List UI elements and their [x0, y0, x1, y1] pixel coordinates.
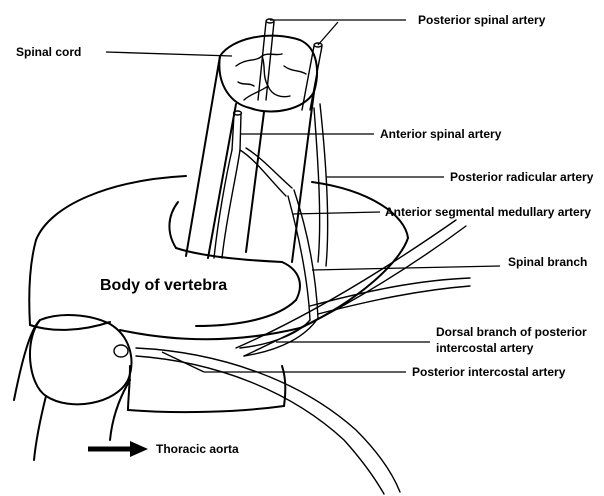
label-spinal-cord: Spinal cord	[16, 45, 81, 59]
posterior-intercostal-artery	[136, 348, 400, 494]
spinal-cord	[186, 36, 317, 262]
label-body-of-vertebra: Body of vertebra	[100, 277, 227, 294]
dorsal-branch	[236, 220, 470, 356]
radicular-arteries	[240, 104, 328, 356]
label-thoracic-aorta: Thoracic aorta	[156, 442, 239, 456]
anterior-spinal-artery	[214, 111, 292, 258]
label-anterior-spinal-artery: Anterior spinal artery	[380, 127, 502, 141]
label-anterior-segmental-medullary-artery: Anterior segmental medullary artery	[385, 205, 591, 219]
label-posterior-spinal-artery: Posterior spinal artery	[418, 13, 546, 27]
rib-structure	[14, 315, 131, 460]
label-dorsal-branch-line1: Dorsal branch of posterior	[436, 325, 587, 339]
thoracic-aorta-arrow	[88, 441, 148, 457]
label-dorsal-branch-line2: intercostal artery	[436, 341, 534, 355]
label-posterior-intercostal-artery: Posterior intercostal artery	[412, 365, 566, 379]
vertebral-body	[29, 176, 408, 412]
label-posterior-radicular-artery: Posterior radicular artery	[450, 170, 594, 184]
label-spinal-branch: Spinal branch	[508, 255, 587, 269]
